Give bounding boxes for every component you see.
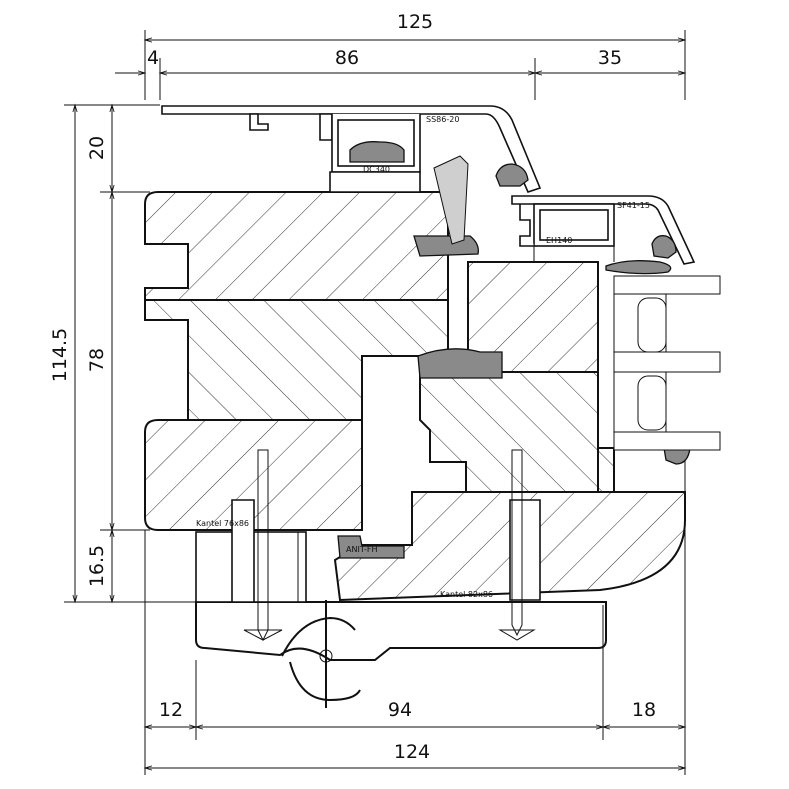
- dim-left-overall: 114.5: [49, 328, 71, 382]
- dim-bottom-overall: 124: [394, 741, 430, 763]
- dim-top-middle: 86: [335, 47, 359, 69]
- dim-left-top: 20: [86, 136, 108, 160]
- sash-cladding: [511, 195, 696, 265]
- dimension-lines: [64, 30, 687, 775]
- label-kantel-sash: Kantel 82x86: [440, 590, 493, 599]
- label-ss-profile: SS86-20: [426, 115, 459, 124]
- dim-top-overall: 125: [397, 11, 433, 33]
- dim-bottom-right: 18: [632, 699, 656, 721]
- dim-top-right: 35: [598, 47, 622, 69]
- dim-top-left: 4: [147, 47, 159, 69]
- screw-left: [231, 449, 283, 642]
- weather-seals: [337, 155, 691, 559]
- label-small-seal: ANIT-FH: [346, 545, 377, 554]
- frame-wood: [144, 191, 449, 531]
- label-kantel-frame: Kantel 76x86: [196, 519, 249, 528]
- label-dc-profile: DC340: [363, 165, 390, 174]
- label-sf-profile: SF41-15: [617, 201, 650, 210]
- label-eh-profile: EH140: [546, 236, 572, 245]
- dim-bottom-middle: 94: [388, 699, 412, 721]
- screw-right: [498, 449, 541, 641]
- dim-left-middle: 78: [86, 348, 108, 372]
- glazing: [613, 275, 721, 451]
- dim-left-bottom: 16.5: [86, 545, 108, 587]
- sill-profile: [195, 601, 607, 661]
- dim-bottom-left: 12: [159, 699, 183, 721]
- roller-hinge: [281, 600, 361, 708]
- top-cladding: [161, 105, 542, 193]
